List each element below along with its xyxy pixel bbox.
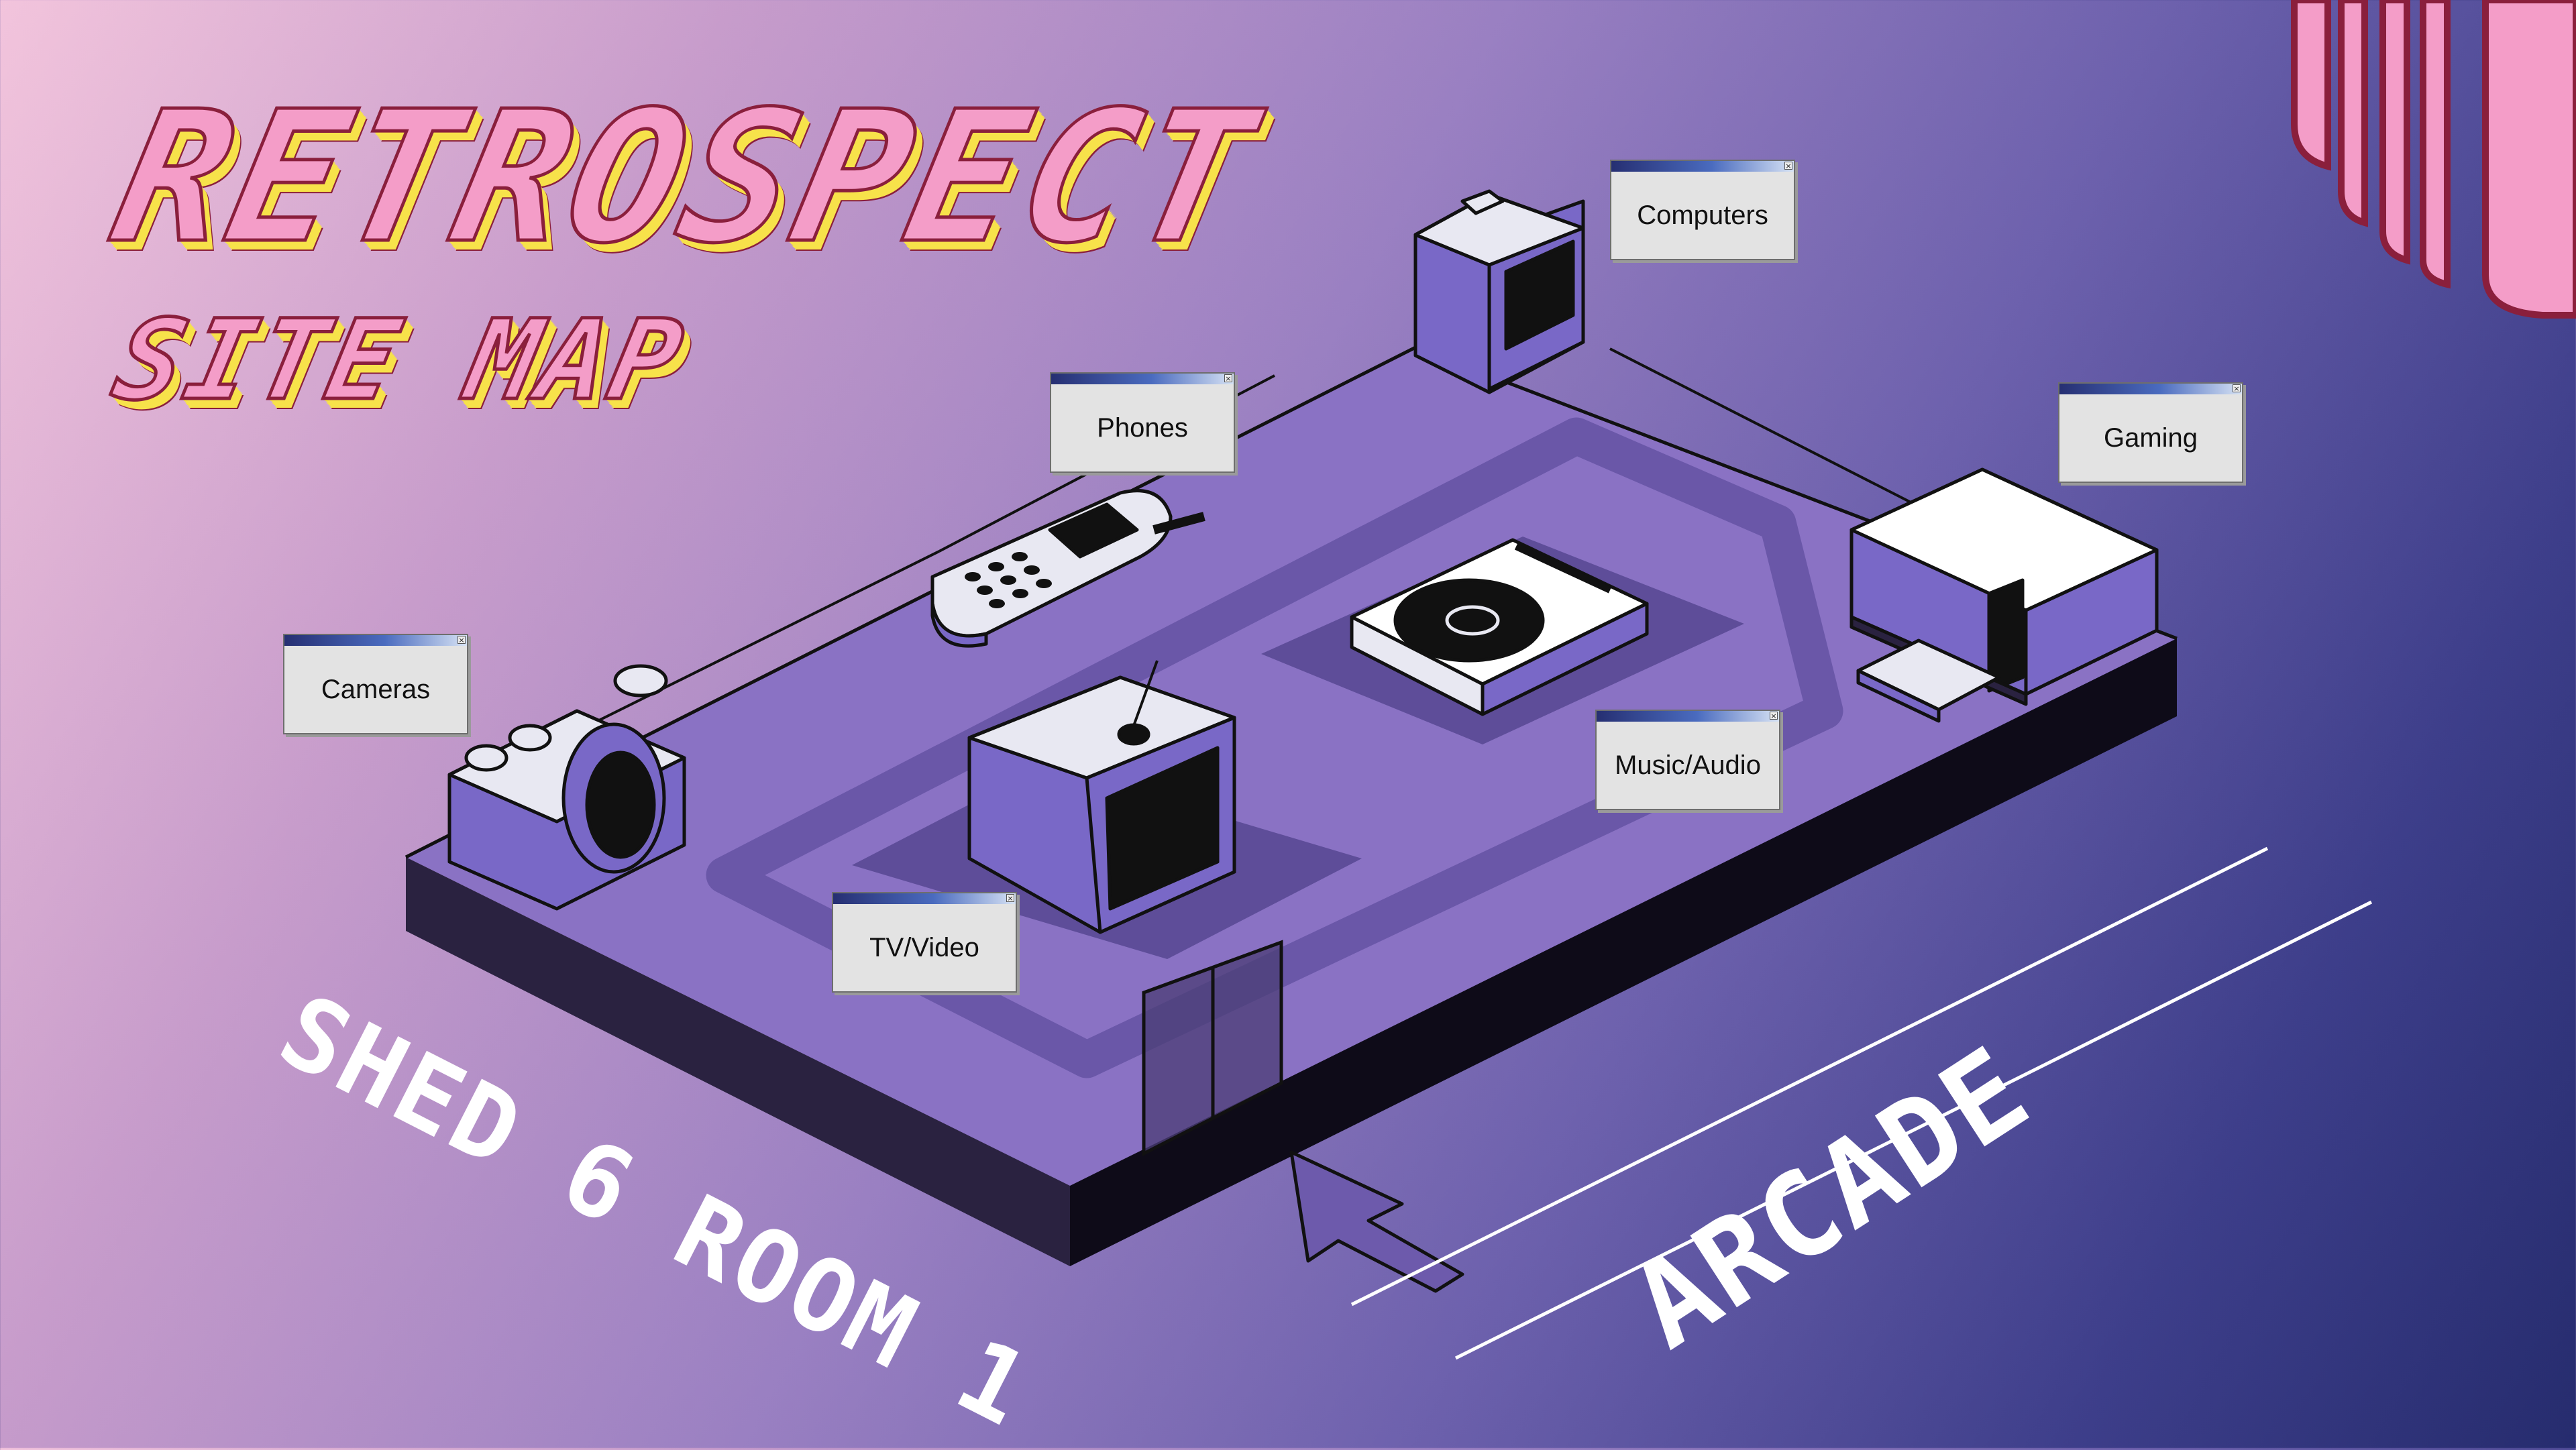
close-icon[interactable]: × (1770, 712, 1778, 720)
zone-window-phones[interactable]: × Phones (1050, 372, 1235, 473)
window-titlebar (284, 635, 467, 646)
door-icon (1142, 940, 1283, 1157)
window-titlebar (833, 893, 1016, 904)
close-icon[interactable]: × (1224, 374, 1232, 383)
zone-label: Phones (1097, 412, 1188, 443)
zone-label: TV/Video (869, 932, 979, 962)
zone-window-tv-video[interactable]: × TV/Video (832, 892, 1017, 993)
close-icon[interactable]: × (2233, 384, 2241, 393)
zone-window-computers[interactable]: × Computers (1610, 160, 1795, 260)
window-titlebar (1597, 711, 1779, 722)
zone-label: Music/Audio (1615, 750, 1761, 780)
tv-icon (967, 660, 1236, 934)
computer-icon (1413, 189, 1585, 394)
arcade-lines (1350, 846, 2373, 1360)
site-title: RETROSPECT (97, 70, 1276, 285)
phone-icon (930, 489, 1205, 648)
zone-label: Computers (1637, 200, 1768, 230)
close-icon[interactable]: × (1784, 162, 1792, 170)
close-icon[interactable]: × (1006, 894, 1014, 903)
zone-label: Cameras (321, 674, 431, 704)
camera-icon (447, 664, 686, 911)
turntable-icon (1350, 538, 1649, 716)
corner-stripes (2291, 0, 2576, 319)
zone-window-gaming[interactable]: × Gaming (2058, 382, 2243, 483)
entrance-arrow-icon (1289, 1150, 1464, 1293)
zone-window-music-audio[interactable]: × Music/Audio (1595, 710, 1780, 810)
console-icon (1849, 467, 2159, 723)
site-subtitle: SITE MAP (102, 294, 698, 427)
window-titlebar (1051, 374, 1234, 384)
zone-label: Gaming (2103, 423, 2198, 453)
window-titlebar (1611, 161, 1794, 172)
window-titlebar (2059, 384, 2242, 394)
close-icon[interactable]: × (458, 636, 466, 645)
zone-window-cameras[interactable]: × Cameras (283, 634, 468, 734)
